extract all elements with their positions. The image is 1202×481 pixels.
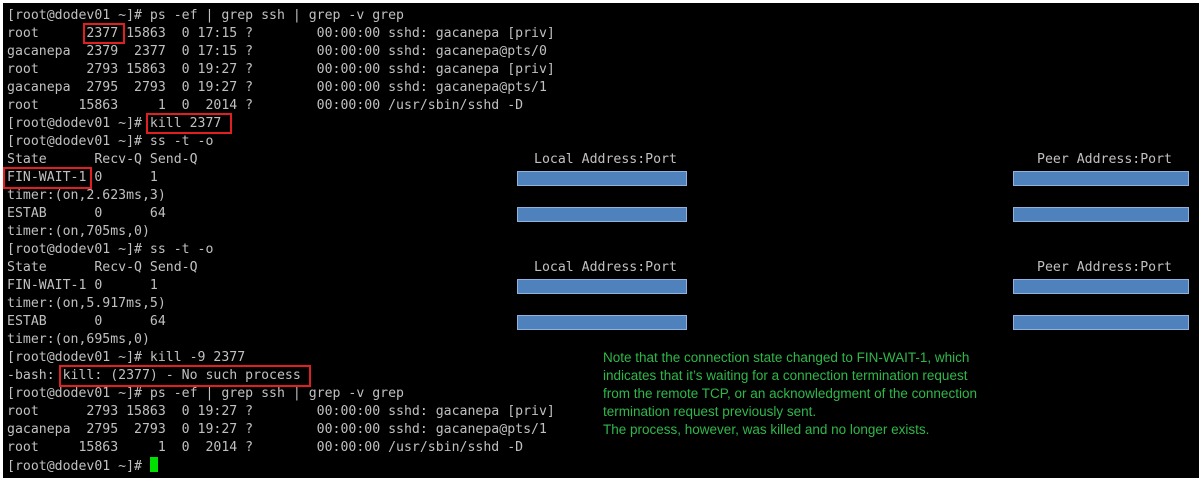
terminal-line-cmd-kill-9: [root@dodev01 ~]# kill -9 2377 xyxy=(7,350,246,365)
redacted-local-address xyxy=(517,279,687,294)
terminal-line-kill-error: -bash: kill: (2377) - No such process xyxy=(7,368,301,383)
terminal-line-ps-row-2: gacanepa 2379 2377 0 17:15 ? 00:00:00 ss… xyxy=(7,44,547,59)
text-cursor xyxy=(149,457,158,472)
peer-address-header-1: Peer Address:Port xyxy=(1037,152,1172,167)
terminal-line-ps2-row-3: root 15863 1 0 2014 ? 00:00:00 /usr/sbin… xyxy=(7,440,524,455)
note-line: indicates that it’s waiting for a connec… xyxy=(603,368,968,383)
redacted-peer-address xyxy=(1013,171,1189,186)
terminal-line-cmd-ps: [root@dodev01 ~]# ps -ef | grep ssh | gr… xyxy=(7,8,404,23)
terminal-line-ss-timer-1: timer:(on,2.623ms,3) xyxy=(7,188,166,203)
terminal-line-ss-estab-1: ESTAB 0 64 xyxy=(7,206,166,221)
terminal-line-cmd-ss-1: [root@dodev01 ~]# ss -t -o xyxy=(7,134,214,149)
terminal-prompt: [root@dodev01 ~]# xyxy=(7,459,150,474)
terminal-prompt-line[interactable]: [root@dodev01 ~]# xyxy=(7,457,158,475)
redacted-peer-address xyxy=(1013,207,1189,222)
redacted-peer-address xyxy=(1013,315,1189,330)
terminal-line-cmd-kill: [root@dodev01 ~]# kill 2377 xyxy=(7,116,222,131)
terminal-line-ss-timer-4: timer:(on,695ms,0) xyxy=(7,332,150,347)
terminal-line-ss-header-2: State Recv-Q Send-Q xyxy=(7,260,198,275)
redacted-peer-address xyxy=(1013,279,1189,294)
terminal-line-ss-fin-wait-1: FIN-WAIT-1 0 1 xyxy=(7,170,158,185)
note-line: termination request previously sent. xyxy=(603,404,817,419)
local-address-header-2: Local Address:Port xyxy=(534,260,677,275)
redacted-local-address xyxy=(517,171,687,186)
terminal-line-ps-row-5: root 15863 1 0 2014 ? 00:00:00 /usr/sbin… xyxy=(7,98,524,113)
terminal-line-cmd-ss-2: [root@dodev01 ~]# ss -t -o xyxy=(7,242,214,257)
terminal-line-cmd-ps-2: [root@dodev01 ~]# ps -ef | grep ssh | gr… xyxy=(7,386,404,401)
terminal-line-ss-timer-3: timer:(on,5.917ms,5) xyxy=(7,296,166,311)
annotation-note: Note that the connection state changed t… xyxy=(603,349,1073,439)
terminal-line-ps-row-4: gacanepa 2795 2793 0 19:27 ? 00:00:00 ss… xyxy=(7,80,547,95)
terminal-line-ss-timer-2: timer:(on,705ms,0) xyxy=(7,224,150,239)
terminal-line-ss-header-1: State Recv-Q Send-Q xyxy=(7,152,198,167)
redacted-local-address xyxy=(517,315,687,330)
local-address-header-1: Local Address:Port xyxy=(534,152,677,167)
note-line: The process, however, was killed and no … xyxy=(603,422,930,437)
terminal-line-ss-fin-wait-2: FIN-WAIT-1 0 1 xyxy=(7,278,158,293)
note-line: from the remote TCP, or an acknowledgmen… xyxy=(603,386,977,401)
terminal-line-ps-row-3: root 2793 15863 0 19:27 ? 00:00:00 sshd:… xyxy=(7,62,555,77)
terminal-window[interactable]: [root@dodev01 ~]# ps -ef | grep ssh | gr… xyxy=(3,3,1199,478)
terminal-line-ps2-row-2: gacanepa 2795 2793 0 19:27 ? 00:00:00 ss… xyxy=(7,422,547,437)
note-line: Note that the connection state changed t… xyxy=(603,350,970,365)
peer-address-header-2: Peer Address:Port xyxy=(1037,260,1172,275)
terminal-line-ps2-row-1: root 2793 15863 0 19:27 ? 00:00:00 sshd:… xyxy=(7,404,555,419)
terminal-line-ss-estab-2: ESTAB 0 64 xyxy=(7,314,166,329)
redacted-local-address xyxy=(517,207,687,222)
terminal-line-ps-row-1: root 2377 15863 0 17:15 ? 00:00:00 sshd:… xyxy=(7,26,555,41)
